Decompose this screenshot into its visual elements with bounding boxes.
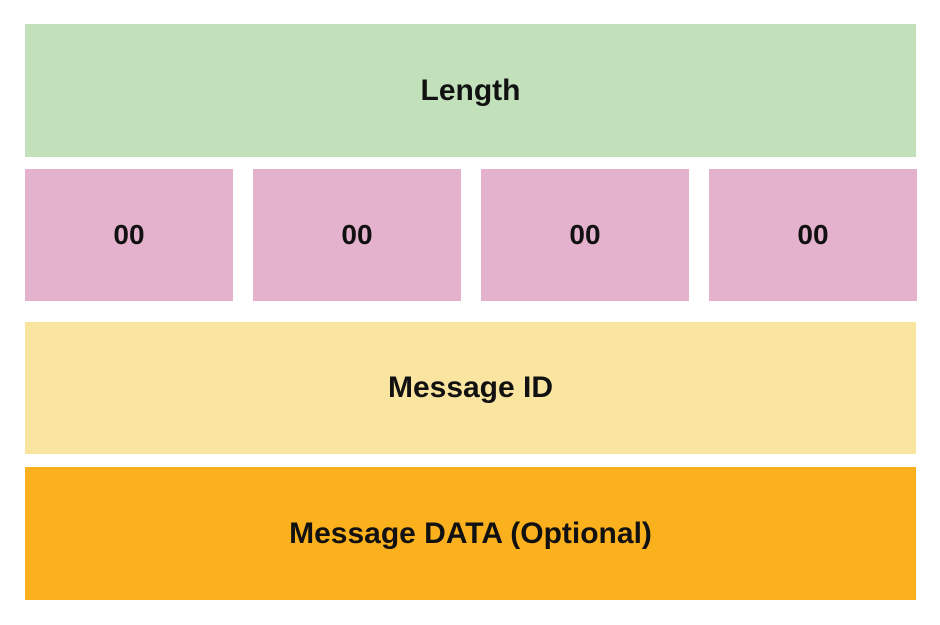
length-byte-1: 00 xyxy=(25,169,233,301)
message-data-field: Message DATA (Optional) xyxy=(25,467,916,600)
message-data-label: Message DATA (Optional) xyxy=(289,516,652,550)
message-id-label: Message ID xyxy=(387,371,554,404)
length-byte-2: 00 xyxy=(253,169,461,301)
length-byte-4: 00 xyxy=(709,169,917,301)
length-byte-2-label: 00 xyxy=(341,219,373,250)
length-byte-4-label: 00 xyxy=(797,219,829,250)
length-byte-3-label: 00 xyxy=(569,219,601,250)
length-field: Length xyxy=(25,24,916,157)
length-byte-1-label: 00 xyxy=(113,219,145,250)
length-byte-3: 00 xyxy=(481,169,689,301)
message-id-field: Message ID xyxy=(25,322,916,454)
length-label: Length xyxy=(420,73,521,107)
